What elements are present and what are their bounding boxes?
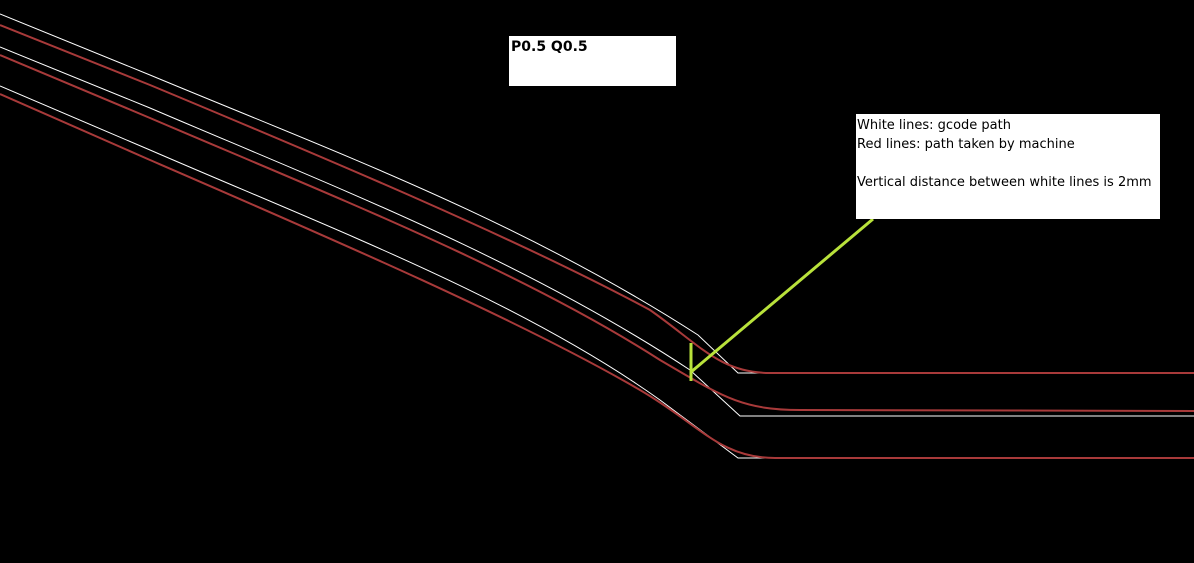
gcode-path-top (0, 13, 1194, 374)
gcode-path-middle (0, 46, 1194, 417)
legend-distance-note: Vertical distance between white lines is… (857, 175, 1152, 190)
legend-spacer (857, 154, 1159, 173)
legend-white-lines: White lines: gcode path (857, 118, 1011, 133)
gcode-path-bottom (0, 85, 1194, 459)
legend-box: White lines: gcode path Red lines: path … (856, 114, 1160, 219)
machine-path-bottom (0, 93, 1194, 459)
title-text: P0.5 Q0.5 (511, 39, 588, 55)
machine-paths (0, 24, 1194, 459)
legend-red-lines: Red lines: path taken by machine (857, 137, 1075, 152)
measurement-marker (689, 217, 874, 381)
leader-line (690, 217, 874, 374)
gcode-paths (0, 13, 1194, 459)
title-label: P0.5 Q0.5 (509, 36, 676, 86)
machine-path-middle (0, 54, 1194, 412)
machine-path-top (0, 24, 1194, 374)
